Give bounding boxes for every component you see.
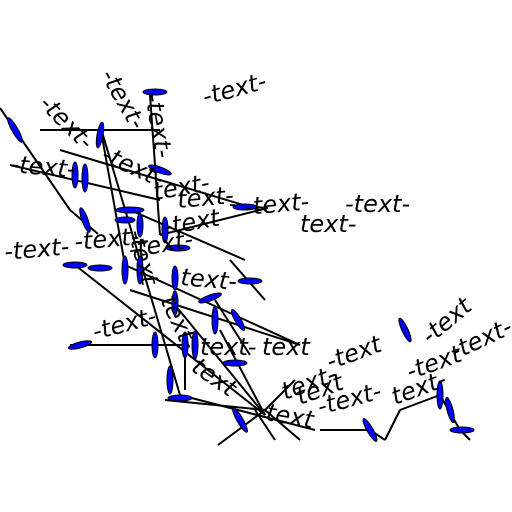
node-label: text [262,333,311,361]
node-label: -text- [345,190,410,218]
edge-line [174,304,266,416]
label-layer: -text--text--text--text--text--text--tex… [3,64,512,434]
node-label: -text- [3,232,70,266]
node-layer [7,88,475,442]
node-ellipse [362,418,378,442]
node-ellipse [148,164,172,176]
node-ellipse [232,203,258,211]
edge-line [74,264,266,416]
edge-line [219,329,266,416]
node-ellipse [67,340,93,350]
edge-line [214,299,251,356]
node-ellipse [87,264,113,272]
edge-line [124,264,301,346]
edge-line [159,207,269,236]
node-ellipse [7,117,23,143]
node-ellipse [115,206,145,214]
node-ellipse [71,161,79,189]
node-label: text- [179,263,238,296]
node-ellipse [166,365,174,395]
edge-line [264,379,296,411]
node-label: -text- [34,89,100,155]
node-ellipse [114,216,136,224]
node-label: -text [322,329,386,375]
node-ellipse [142,88,168,96]
node-label: text- [300,210,356,238]
edge-line [264,409,301,441]
node-ellipse [237,277,263,285]
node-ellipse [449,426,475,434]
node-ellipse [232,407,248,433]
node-ellipse [445,396,455,424]
edge-line [254,409,276,441]
edge-line [179,394,316,431]
edge-line [99,124,126,266]
node-label: text- [200,333,256,361]
node-ellipse [95,121,105,149]
node-ellipse [398,317,412,343]
node-ellipse [222,359,248,367]
node-ellipse [161,216,169,244]
node-label: -text- [89,302,159,346]
node-ellipse [230,309,246,331]
node-ellipse [136,212,144,238]
node-label: -text- [199,67,269,111]
node-ellipse [171,265,179,291]
node-ellipse [211,305,219,335]
node-ellipse [165,244,191,252]
node-label: text- [176,181,235,214]
node-ellipse [198,292,222,304]
node-ellipse [79,207,91,233]
edge-line [384,409,401,441]
node-ellipse [167,394,193,402]
edge-line [59,149,261,211]
node-ellipse [136,255,144,285]
node-ellipse [191,330,199,360]
node-ellipse [171,290,179,316]
node-ellipse [62,261,88,269]
edge-line [129,209,246,261]
edge-line [399,394,441,411]
node-label: -text- [73,222,140,256]
node-label: -text- [243,187,310,221]
node-ellipse [121,255,129,285]
node-label: -text- [9,150,76,184]
node-ellipse [81,163,89,193]
node-label: -text- [139,91,178,160]
node-ellipse [151,331,159,359]
node-ellipse [181,331,189,359]
node-ellipse [436,380,444,410]
